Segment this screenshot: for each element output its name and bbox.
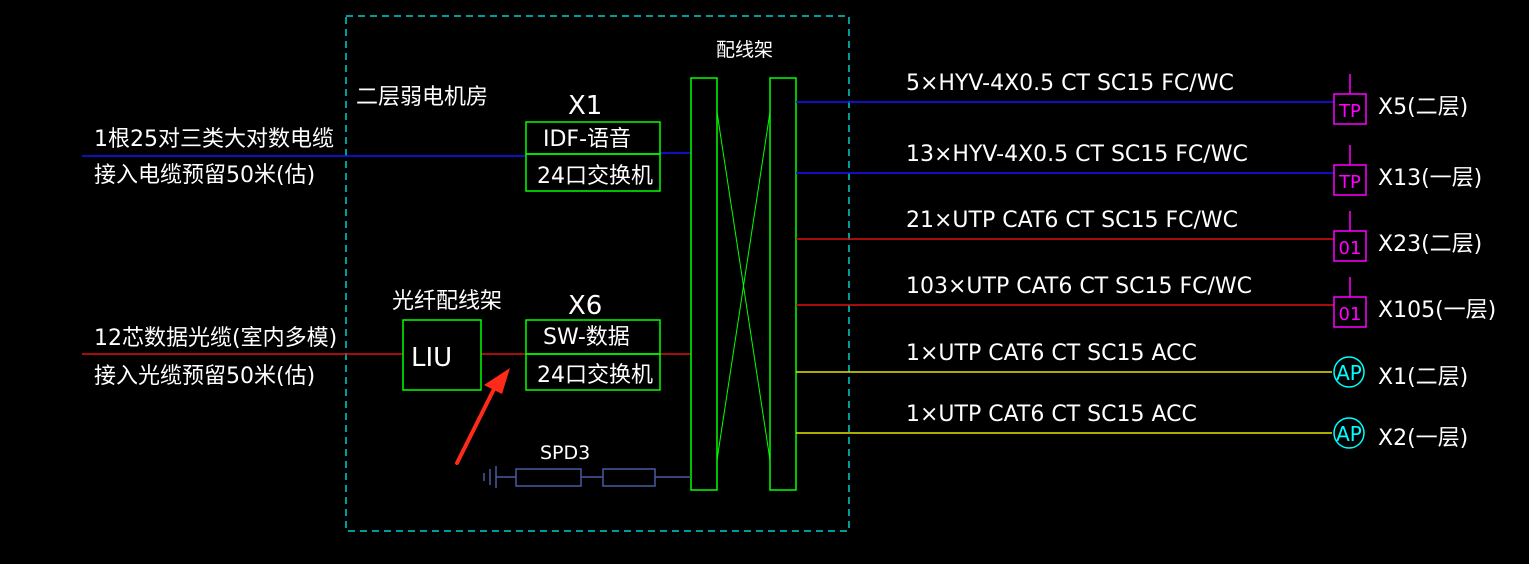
- outgoing-destination-4: X105(一层): [1378, 298, 1496, 323]
- outgoing-cable-label-3: 21×UTP CAT6 CT SC15 FC/WC: [906, 208, 1238, 233]
- outgoing-cable-label-5: 1×UTP CAT6 CT SC15 ACC: [906, 341, 1197, 366]
- telephone-outlet-icon: [1333, 93, 1367, 125]
- spd-resistor-1: [515, 468, 582, 487]
- patch-cross-2: [716, 111, 771, 461]
- spd-resistor-2: [602, 468, 656, 487]
- telephone-outlet-icon: [1333, 164, 1367, 196]
- machine-room-boundary: [345, 15, 850, 532]
- outgoing-cable-label-1: 5×HYV-4X0.5 CT SC15 FC/WC: [906, 71, 1234, 96]
- x1-label: X1: [568, 91, 602, 121]
- spd-label: SPD3: [540, 442, 590, 464]
- voice-cable-label-2: 接入电缆预留50米(估): [94, 163, 315, 188]
- outgoing-cables: 5×HYV-4X0.5 CT SC15 FC/WC TP X5(二层) 13×HYV-…: [796, 71, 1496, 451]
- liu-caption: 光纤配线架: [392, 289, 502, 314]
- x6-box-bottom: [525, 353, 661, 391]
- x1-idf-text: IDF-语音: [543, 127, 631, 152]
- liu-box: [402, 319, 482, 391]
- data-outlet-icon: [1333, 230, 1367, 262]
- outgoing-destination-5: X1(二层): [1378, 365, 1468, 390]
- access-point-icon: [1333, 356, 1365, 388]
- access-point-symbol-text: AP: [1336, 422, 1362, 446]
- patch-panel-left: [690, 77, 718, 491]
- machine-room-title: 二层弱电机房: [356, 85, 488, 110]
- red-arrow-icon: [455, 368, 510, 465]
- liu-text: LIU: [411, 343, 452, 373]
- outgoing-cable-label-6: 1×UTP CAT6 CT SC15 ACC: [906, 402, 1197, 427]
- outlet-symbol-text: 01: [1339, 304, 1362, 325]
- patch-panel-right: [769, 77, 797, 491]
- x1-switch-text: 24口交换机: [537, 164, 653, 189]
- access-point-icon: [1333, 417, 1365, 449]
- outlet-symbol-text: 01: [1339, 238, 1362, 259]
- outgoing-cable-label-4: 103×UTP CAT6 CT SC15 FC/WC: [906, 274, 1252, 299]
- outgoing-destination-1: X5(二层): [1378, 95, 1468, 120]
- outlet-symbol-text: TP: [1338, 172, 1361, 193]
- ground-icon: [483, 466, 497, 488]
- outgoing-destination-6: X2(一层): [1378, 426, 1468, 451]
- access-point-symbol-text: AP: [1336, 361, 1362, 385]
- voice-cable-label-1: 1根25对三类大对数电缆: [94, 127, 334, 152]
- outlet-symbol-text: TP: [1338, 101, 1361, 122]
- fiber-cable-label-1: 12芯数据光缆(室内多模): [94, 326, 337, 351]
- outgoing-destination-3: X23(二层): [1378, 232, 1482, 257]
- data-outlet-icon: [1333, 296, 1367, 328]
- x6-label: X6: [568, 291, 602, 321]
- x1-box-bottom: [525, 153, 661, 192]
- fiber-cable-label-2: 接入光缆预留50米(估): [94, 364, 315, 389]
- x6-switch-text: 24口交换机: [537, 363, 653, 388]
- outgoing-destination-2: X13(一层): [1378, 166, 1482, 191]
- patch-panel-caption: 配线架: [716, 39, 773, 61]
- x6-sw-text: SW-数据: [543, 325, 630, 350]
- outgoing-cable-label-2: 13×HYV-4X0.5 CT SC15 FC/WC: [906, 142, 1248, 167]
